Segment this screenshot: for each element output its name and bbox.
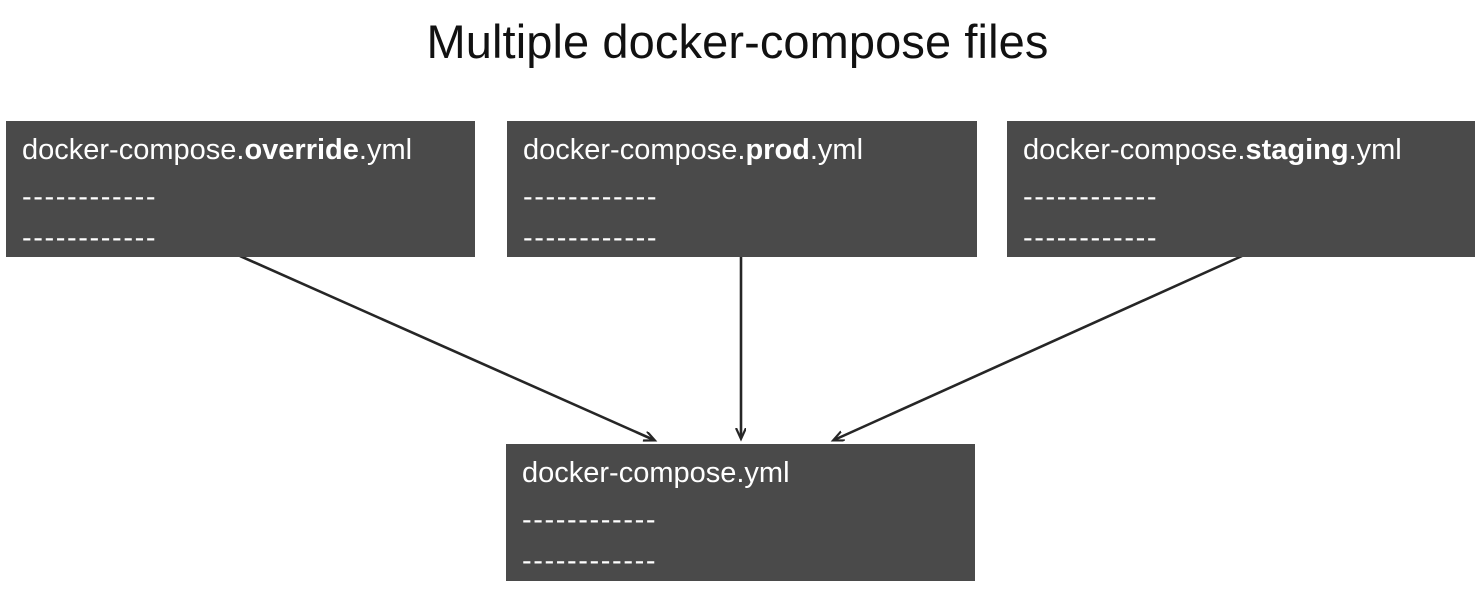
file-card-staging-lines: ------------ ------------	[1023, 177, 1475, 257]
file-card-override[interactable]: docker-compose.override.yml ------------…	[6, 121, 475, 257]
file-card-staging[interactable]: docker-compose.staging.yml ------------ …	[1007, 121, 1475, 257]
file-card-prod-title: docker-compose.prod.yml	[523, 133, 977, 167]
file-card-prod-lines: ------------ ------------	[523, 177, 977, 257]
dash-line: ------------	[1023, 222, 1159, 255]
file-card-override-prefix: docker-compose.	[22, 134, 245, 166]
file-card-base-title: docker-compose.yml	[522, 456, 975, 490]
file-card-prod[interactable]: docker-compose.prod.yml ------------ ---…	[507, 121, 977, 257]
file-card-staging-suffix: .yml	[1348, 134, 1402, 166]
dash-line: ------------	[1023, 181, 1159, 214]
page-title: Multiple docker-compose files	[426, 15, 1049, 68]
file-card-override-lines: ------------ ------------	[22, 177, 475, 257]
file-card-override-emphasis: override	[244, 134, 359, 166]
dash-line: ------------	[22, 181, 158, 214]
arrow-override-to-base	[239, 254, 654, 440]
file-card-staging-prefix: docker-compose.	[1023, 134, 1246, 166]
dash-line: ------------	[522, 545, 658, 578]
file-card-prod-suffix: .yml	[809, 134, 864, 166]
dash-line: ------------	[522, 504, 658, 537]
file-card-prod-emphasis: prod	[745, 134, 810, 166]
dash-line: ------------	[523, 222, 659, 255]
file-card-base-prefix: docker-compose.yml	[522, 457, 790, 489]
file-card-staging-title: docker-compose.staging.yml	[1023, 133, 1475, 167]
file-card-base[interactable]: docker-compose.yml ------------ --------…	[506, 444, 975, 581]
dash-line: ------------	[523, 181, 659, 214]
file-card-override-suffix: .yml	[358, 134, 413, 166]
file-card-override-title: docker-compose.override.yml	[22, 133, 475, 167]
file-card-base-lines: ------------ ------------	[522, 500, 975, 581]
dash-line: ------------	[22, 222, 158, 255]
file-card-prod-prefix: docker-compose.	[523, 134, 746, 166]
file-card-staging-emphasis: staging	[1245, 134, 1349, 166]
arrow-staging-to-base	[834, 254, 1243, 440]
